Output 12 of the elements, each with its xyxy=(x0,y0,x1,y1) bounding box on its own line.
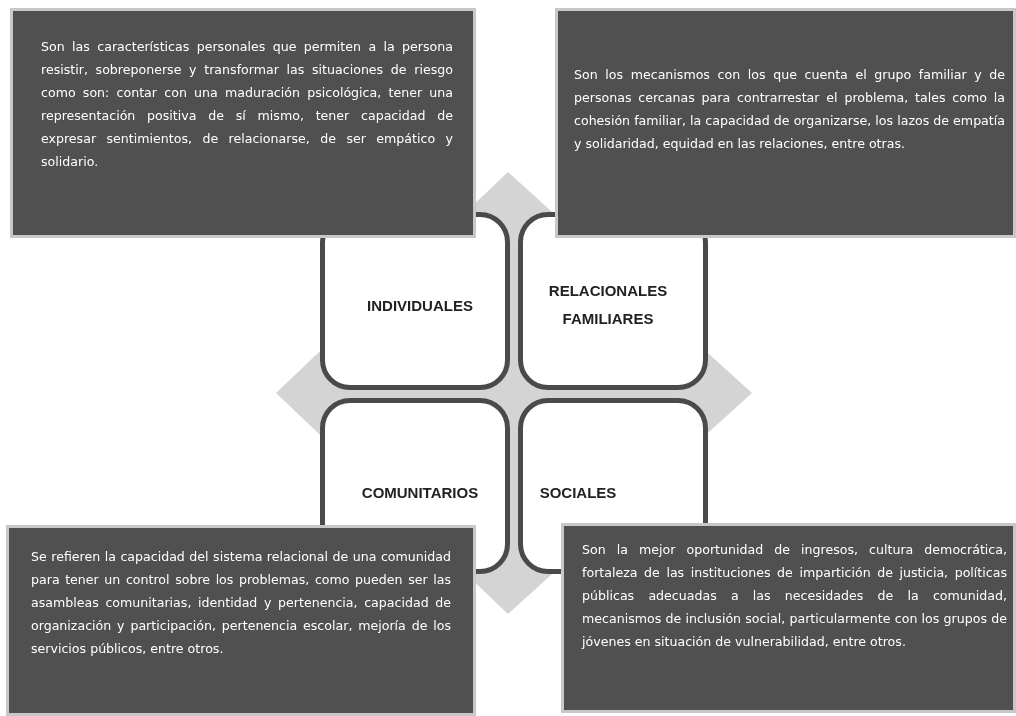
category-label: COMUNITARIOS xyxy=(360,483,480,503)
category-label: INDIVIDUALES xyxy=(366,296,474,316)
description-text: Se refieren la capacidad del sistema relacional de una comunidad para tener un control sobre los problemas, como pueden ser las asambleas comunitarias, identidad y pertenencia, capacidad de organización y participación, pertenencia escolar, mejoría de los servicios públicos, entre otros. xyxy=(31,548,451,658)
category-label: RELACIONALES FAMILIARES xyxy=(547,281,669,329)
description-box xyxy=(10,8,476,238)
category-label: SOCIALES xyxy=(538,483,618,503)
description-box xyxy=(561,523,1016,713)
description-box xyxy=(6,525,476,716)
description-text: Son las características personales que permiten a la persona resistir, sobreponerse y transformar las situaciones de riesgo como son: contar con una maduración psicológica, tener una representación positiva de sí mismo, tener capacidad de expresar sentimientos, de relacionarse, de ser empático y solidario. xyxy=(41,38,453,171)
description-box xyxy=(555,8,1016,238)
description-text: Son la mejor oportunidad de ingresos, cultura democrática, fortaleza de las instituciones de impartición de justicia, políticas públicas adecuadas a las necesidades de la comunidad, mecanismos de inclusión social, particularmente con los grupos de jóvenes en situación de vulnerabilidad, entre otros. xyxy=(582,541,1007,651)
description-text: Son los mecanismos con los que cuenta el grupo familiar y de personas cercanas para contrarrestar el problema, tales como la cohesión familiar, la capacidad de organizarse, los lazos de empatía y solidaridad, equidad en las relaciones, entre otras. xyxy=(574,66,1005,153)
